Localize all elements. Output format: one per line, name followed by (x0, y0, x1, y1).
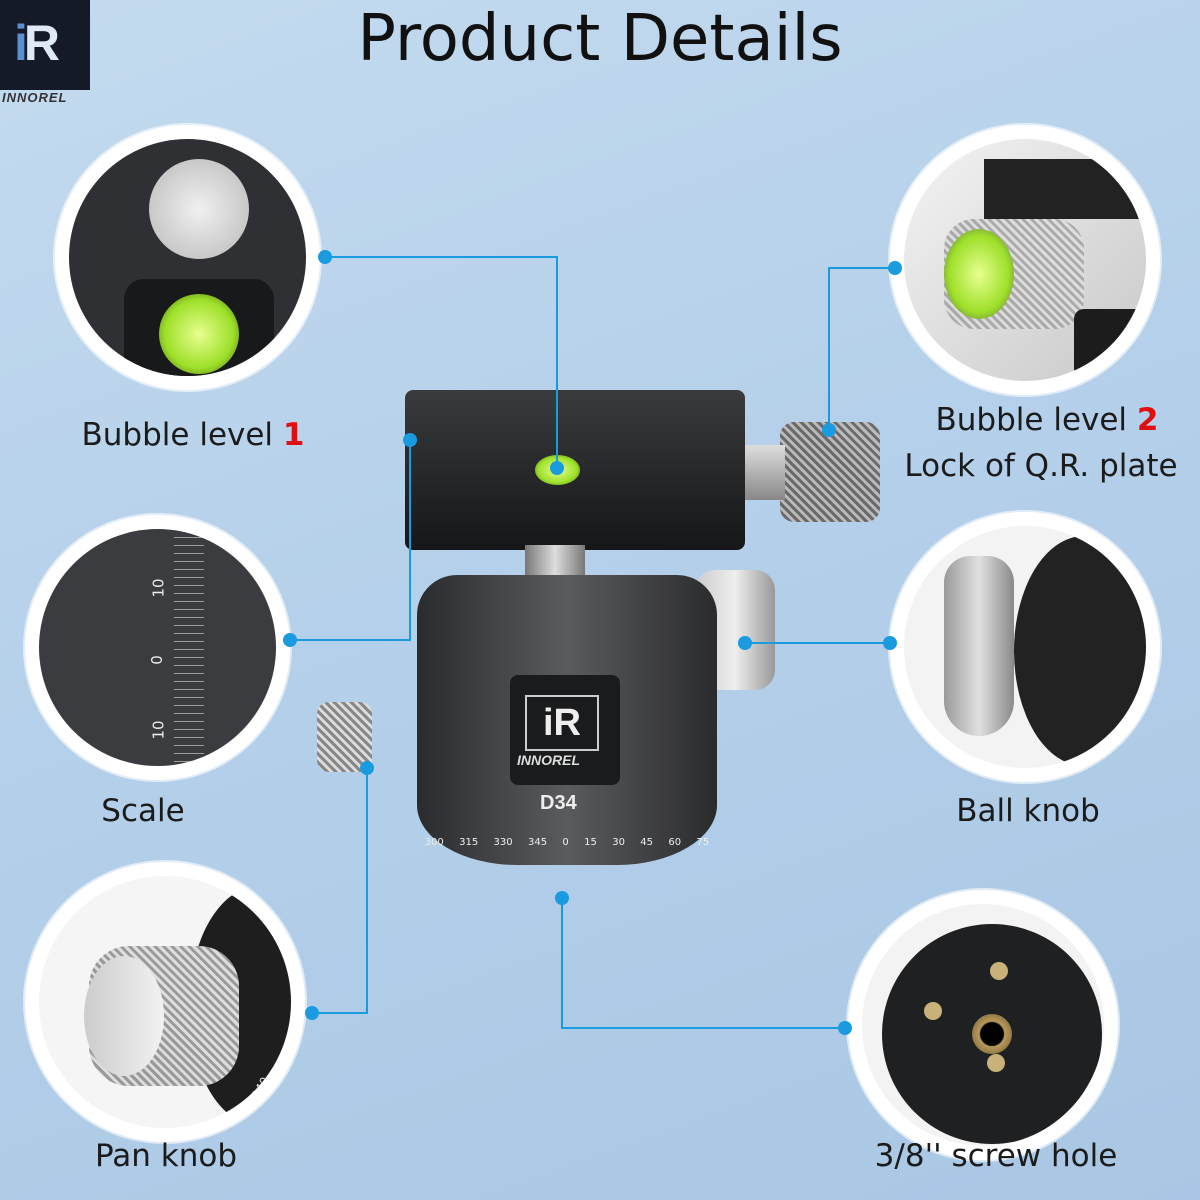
connector-dot (283, 633, 297, 647)
dial-number: 60 (668, 837, 682, 848)
lock-knob (780, 422, 880, 522)
detail-screw-hole (848, 890, 1118, 1160)
label-screw-hole: 3/8'' screw hole (874, 1138, 1118, 1174)
connector-dot (738, 636, 752, 650)
label-bubble-level-2: Bubble level 2 (936, 402, 1159, 438)
dial-number: 75 (696, 837, 710, 848)
connector-dot (822, 423, 836, 437)
product-brand: INNOREL (517, 752, 580, 768)
connector-bubble-level-2 (828, 267, 895, 430)
detail-scale: 10 0 10 (25, 515, 290, 780)
label-lock-qr-plate: Lock of Q.R. plate (904, 448, 1178, 484)
detail-ball-knob (890, 512, 1160, 782)
label-scale: Scale (101, 793, 185, 829)
connector-dot (838, 1021, 852, 1035)
dial-number: 30 (612, 837, 625, 848)
connector-dot (403, 433, 417, 447)
product-ball-head: iR INNOREL D34 300 315 330 345 0 15 30 4… (317, 380, 885, 890)
connector-screw-hole (561, 898, 845, 1029)
dial-number: 345 (527, 837, 548, 848)
connector-dot (318, 250, 332, 264)
dial-number: 0 (562, 837, 569, 848)
connector-dot (555, 891, 569, 905)
brand-name: INNOREL (2, 90, 68, 105)
connector-dot (883, 636, 897, 650)
dial-number: 300 (424, 837, 444, 848)
label-pan-knob: Pan knob (94, 1138, 238, 1174)
product-model: D34 (540, 792, 577, 814)
dial-number: 330 (493, 837, 513, 848)
connector-dot (550, 461, 564, 475)
label-number: 1 (282, 417, 305, 453)
label-bubble-level-1: Bubble level 1 (82, 417, 305, 453)
connector-dot (360, 761, 374, 775)
detail-bubble-level-2 (890, 125, 1160, 395)
label-text: Bubble level (935, 402, 1137, 438)
logo-mark: iR (14, 15, 60, 71)
connector-scale (290, 440, 411, 641)
connector-bubble-level-1 (325, 256, 558, 468)
connector-dot (888, 261, 902, 275)
dial-number: 45 (640, 837, 654, 848)
page-title: Product Details (357, 2, 843, 76)
degree-dial: 300 315 330 345 0 15 30 45 60 75 (417, 820, 717, 865)
detail-bubble-level-1 (55, 125, 320, 390)
detail-pan-knob: 240 255 (25, 862, 305, 1142)
connector-dot (305, 1006, 319, 1020)
label-ball-knob: Ball knob (956, 793, 1100, 829)
dial-number: 315 (459, 837, 479, 848)
label-text: Bubble level (81, 417, 283, 453)
connector-pan-knob (312, 768, 368, 1014)
product-logo: iR (525, 695, 599, 751)
dial-number: 15 (584, 837, 597, 848)
label-number: 2 (1136, 402, 1159, 438)
pan-knob-part (317, 702, 372, 772)
brand-logo: iR (0, 0, 90, 90)
